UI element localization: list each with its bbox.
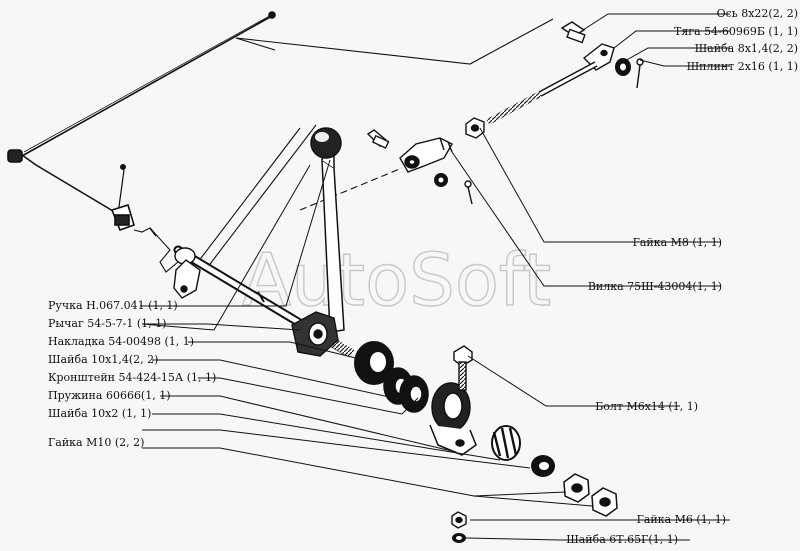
label-gayka-m10: Гайка М10 (2, 2) <box>48 436 144 449</box>
guide-lines <box>133 18 554 273</box>
label-ruchka: Ручка Н.067.041 (1, 1) <box>48 299 178 312</box>
label-shayba-10-2: Шайба 10х2 (1, 1) <box>48 407 151 420</box>
leader-lines <box>140 13 730 541</box>
label-shayba-10-14: Шайба 10х1,4(2, 2) <box>48 353 158 366</box>
washer-10x1-4 <box>354 341 394 385</box>
watermark: AutoSoft <box>242 238 551 322</box>
label-pruzhina: Пружина 60666(1, 1) <box>48 389 171 402</box>
label-os: Ось 8х22(2, 2) <box>717 7 798 20</box>
washer-10x2 <box>531 455 555 477</box>
nuts-m10 <box>563 473 618 517</box>
bracket <box>429 382 477 456</box>
cotter-pin-mid <box>464 180 473 205</box>
washer-8-mid <box>434 173 448 187</box>
label-shplint: Шплинт 2х16 (1, 1) <box>687 60 798 73</box>
label-vilka: Вилка 75Ш-43004(1, 1) <box>588 280 722 293</box>
long-rod <box>7 11 276 232</box>
nut-m6 <box>451 511 467 529</box>
fork <box>399 137 453 173</box>
washer-pair <box>383 367 429 413</box>
bolt-m6x14 <box>453 345 473 391</box>
axle-mid <box>366 129 390 149</box>
label-shayba-8: Шайба 8х1,4(2, 2) <box>695 42 798 55</box>
washer-6t <box>452 533 466 543</box>
label-bolt: Болт М6х14 (1, 1) <box>595 400 698 413</box>
axle-top <box>560 21 586 44</box>
label-kronshtein: Кронштейн 54-424-15А (1, 1) <box>48 371 216 384</box>
washer-8 <box>615 58 631 76</box>
label-gayka-m8: Гайка М8 (1, 1) <box>633 236 722 249</box>
label-shayba-6t: Шайба 6Т.65Г(1, 1) <box>566 533 678 546</box>
link-rod <box>486 43 615 125</box>
label-rychag: Рычаг 54-5-7-1 (1, 1) <box>48 317 166 330</box>
label-gayka-m6: Гайка М6 (1, 1) <box>637 513 726 526</box>
label-nakladka: Накладка 54-00498 (1, 1) <box>48 335 194 348</box>
spring <box>491 425 521 461</box>
label-tyaga: Тяга 54-60969Б (1, 1) <box>674 25 798 38</box>
nut-m8 <box>465 117 485 139</box>
lever <box>310 127 345 333</box>
cotter-pin-top <box>636 58 644 89</box>
labels: Ось 8х22(2, 2) Тяга 54-60969Б (1, 1) Шай… <box>48 7 798 546</box>
